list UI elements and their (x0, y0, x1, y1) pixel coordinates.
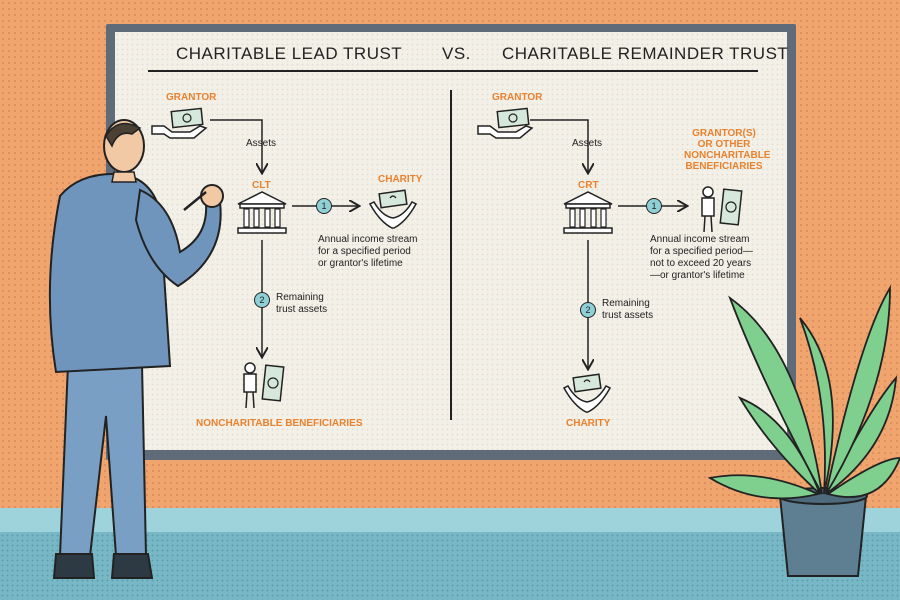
right-beneficiaries-line-1: GRANTOR(S) (692, 128, 756, 139)
floor-stripe (0, 508, 900, 532)
right-grantor-label: GRANTOR (492, 92, 543, 103)
left-charity-hands-icon (368, 189, 418, 229)
left-beneficiaries-label: NONCHARITABLE BENEFICIARIES (196, 418, 363, 429)
right-remaining-line-1: Remaining (602, 298, 650, 309)
right-beneficiaries-label: GRANTOR(S) OR OTHER NONCHARITABLE BENEFI… (684, 128, 771, 172)
right-income-line-1: Annual income stream (650, 234, 750, 245)
right-income-line-4: —or grantor's lifetime (650, 270, 745, 281)
right-trust-label: CRT (578, 180, 599, 191)
right-income-note: Annual income stream for a specified per… (650, 234, 753, 282)
left-assets-label: Assets (246, 138, 277, 149)
right-beneficiaries-line-4: BENEFICIARIES (685, 161, 763, 172)
right-charity-label: CHARITY (566, 418, 611, 429)
left-remaining-note: Remaining trust assets (276, 292, 327, 316)
title-charitable-lead-trust: CHARITABLE LEAD TRUST (176, 44, 403, 63)
right-step2-badge: 2 (580, 302, 596, 318)
left-remaining-line-1: Remaining (276, 292, 324, 303)
left-charity-label: CHARITY (378, 174, 423, 185)
right-assets-label: Assets (572, 138, 603, 149)
man-in-suit-illustration (48, 119, 224, 579)
left-clt-bank-icon (237, 191, 287, 234)
left-beneficiary-person-icon (243, 362, 285, 409)
left-grantor-hand-money-icon (151, 107, 208, 139)
left-income-line-2: for a specified period (318, 246, 411, 257)
left-trust-label: CLT (252, 180, 271, 191)
left-step2-badge: 2 (254, 292, 270, 308)
right-remaining-note: Remaining trust assets (602, 298, 653, 322)
right-income-line-2: for a specified period— (650, 246, 753, 257)
left-income-note: Annual income stream for a specified per… (318, 234, 418, 270)
center-divider (450, 90, 452, 420)
right-grantor-hand-money-icon (477, 107, 534, 139)
left-income-line-3: or grantor's lifetime (318, 258, 403, 269)
title-underline (148, 70, 758, 72)
right-income-line-3: not to exceed 20 years (650, 258, 752, 269)
left-income-line-1: Annual income stream (318, 234, 418, 245)
left-grantor-label: GRANTOR (166, 92, 217, 103)
right-crt-bank-icon (563, 191, 613, 234)
right-remaining-line-2: trust assets (602, 310, 654, 321)
versus-label: VS. (442, 44, 471, 63)
title-charitable-remainder-trust: CHARITABLE REMAINDER TRUST (502, 44, 789, 63)
right-beneficiary-person-icon (701, 186, 743, 233)
right-beneficiaries-line-2: OR OTHER (697, 139, 751, 150)
right-charity-hands-icon (562, 373, 612, 413)
right-beneficiaries-line-3: NONCHARITABLE (684, 150, 771, 161)
potted-plant-illustration (707, 284, 900, 577)
left-step1-badge: 1 (316, 198, 332, 214)
left-remaining-line-2: trust assets (276, 304, 328, 315)
right-step1-badge: 1 (646, 198, 662, 214)
